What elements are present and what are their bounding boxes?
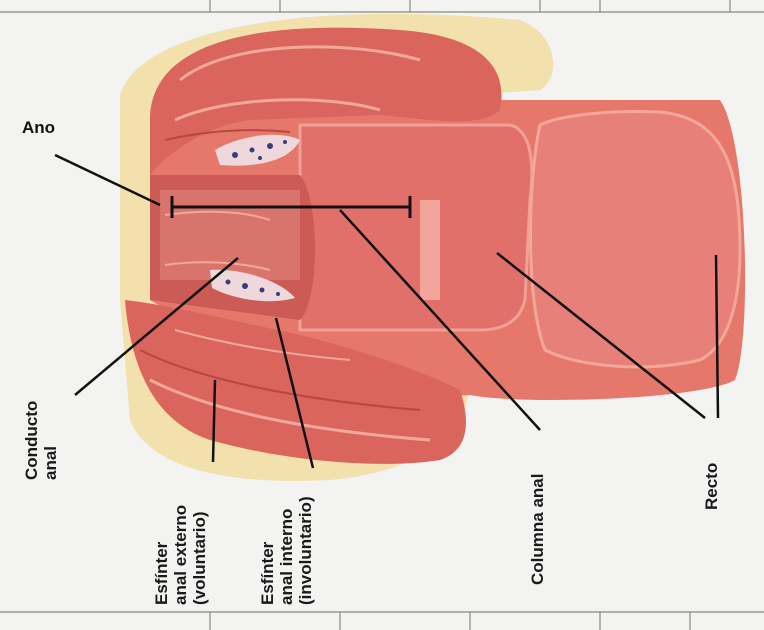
rectal-chamber-1 [300, 125, 532, 330]
anal-column [420, 200, 440, 300]
label-esfinter-interno: Esfínter anal interno (involuntario) [258, 470, 315, 605]
label-conducto-anal: Conducto anal [22, 380, 60, 480]
label-columna-anal: Columna anal [528, 440, 547, 585]
label-recto: Recto [702, 440, 721, 510]
rectal-chamber-2 [530, 112, 740, 367]
label-esfinter-externo: Esfínter anal externo (voluntario) [152, 470, 209, 605]
label-ano: Ano [22, 118, 55, 137]
